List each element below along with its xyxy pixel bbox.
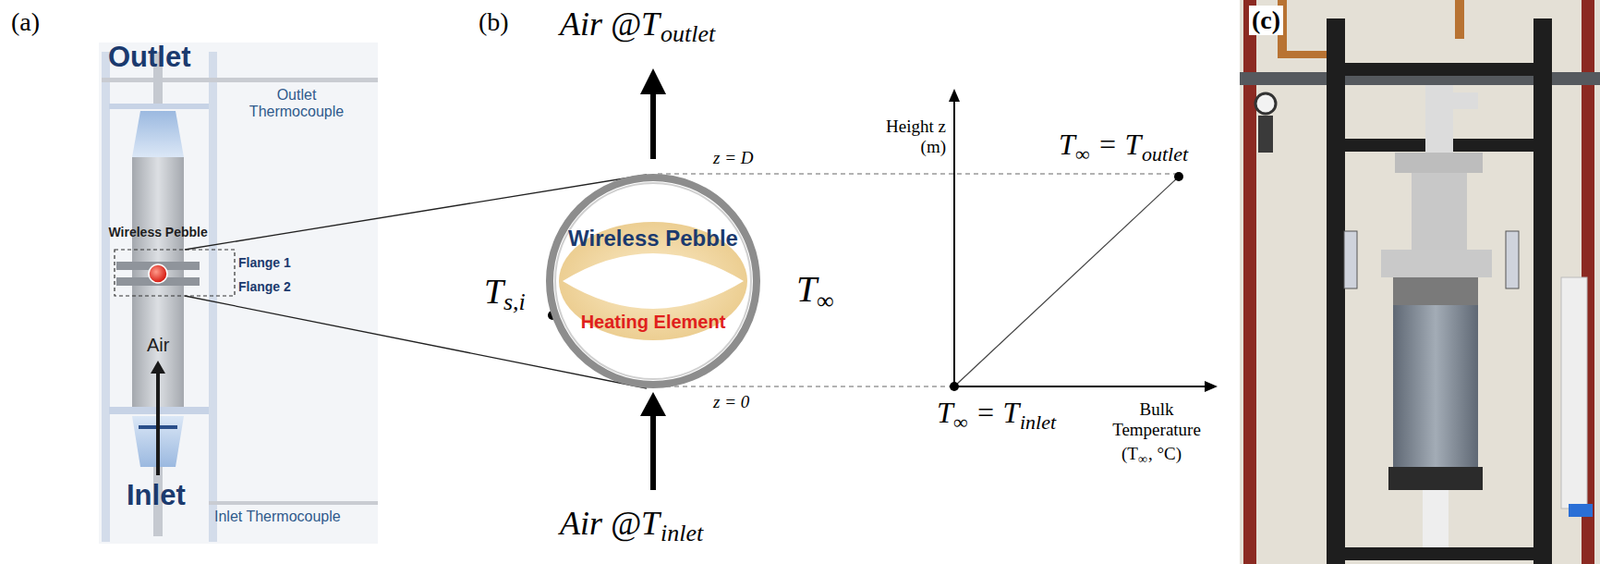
- panel-ground: [98, 42, 378, 544]
- regulator: [1258, 115, 1273, 153]
- level-line: [657, 386, 955, 388]
- flange-label: Flange 1: [238, 254, 291, 270]
- pebble-shell: [555, 182, 752, 379]
- height-mark: z = D: [713, 147, 753, 169]
- subscript: inlet: [1019, 410, 1056, 434]
- thermocouple-line: [208, 500, 378, 505]
- frame-bar: [1326, 546, 1552, 560]
- frame-bar: [101, 51, 110, 542]
- frame-bar: [1326, 18, 1346, 564]
- subscript: ∞: [1138, 451, 1148, 467]
- arrow-head: [1204, 380, 1218, 392]
- x-axis: [954, 385, 1207, 388]
- level-line: [657, 173, 1179, 175]
- axis-unit: , °C): [1148, 443, 1182, 464]
- subscript: inlet: [660, 519, 704, 547]
- thermocouple-label: Inlet Thermocouple: [214, 508, 341, 525]
- axis-title: Bulk Temperature: [1104, 399, 1209, 440]
- subscript: ∞: [1075, 142, 1091, 166]
- height-mark: z = 0: [713, 391, 750, 413]
- flow-label: Air @T: [559, 5, 660, 44]
- panel-letter: (b): [478, 7, 510, 37]
- node-text: Wireless Pebble: [568, 225, 739, 252]
- pebble-circle: Wireless PebbleHeating Element: [544, 171, 763, 390]
- collar: [1393, 277, 1479, 305]
- pvc-pipe: [1422, 489, 1449, 547]
- reducer: [1411, 172, 1467, 252]
- arrow-head: [150, 360, 166, 374]
- subscript: ∞: [816, 287, 835, 316]
- heater-band: [558, 221, 748, 340]
- end-cap: [1388, 466, 1483, 490]
- zoom-box: [114, 249, 235, 296]
- pvc-pipe: [1561, 277, 1588, 509]
- panel-letter: (a): [11, 7, 40, 37]
- axis-unit: (T: [1121, 443, 1139, 464]
- subscript: ∞: [953, 410, 969, 434]
- pvc-pipe: [1441, 92, 1479, 110]
- arrow-head: [640, 68, 667, 95]
- arrow-head: [948, 88, 960, 102]
- temperature-symbol: T: [796, 267, 817, 311]
- flow-arrow: [650, 413, 656, 490]
- flowmeter: [1505, 230, 1519, 289]
- outlet-label: Outlet: [108, 40, 192, 74]
- air-label: Air: [146, 334, 170, 356]
- flow-arrow: [156, 371, 160, 475]
- thermocouple-label: Outlet Thermocouple: [242, 86, 352, 122]
- copper-pipe: [1277, 50, 1334, 59]
- pebble-shell: [549, 177, 757, 385]
- flange: [1381, 249, 1492, 278]
- flowmeter: [1344, 230, 1358, 289]
- temperature-symbol: T: [484, 271, 504, 313]
- temperature-symbol: T: [936, 395, 954, 430]
- axis-title: Height z (m): [884, 116, 946, 158]
- top-cone: [132, 110, 184, 158]
- photo-ground: [1239, 0, 1600, 564]
- copper-pipe: [1454, 0, 1465, 39]
- flange-label: Flange 2: [238, 278, 291, 294]
- inner-lens: [562, 253, 744, 309]
- pebble-label: Wireless Pebble: [109, 224, 208, 240]
- frame-bar: [1533, 18, 1552, 564]
- flow-arrow: [650, 90, 656, 159]
- frame-bar: [208, 51, 218, 542]
- panel-letter: (c): [1248, 5, 1284, 36]
- subscript: outlet: [1141, 142, 1188, 166]
- subscript: s,i: [503, 288, 526, 316]
- pebble-dot: [148, 264, 168, 283]
- pressure-gauge: [1255, 93, 1276, 114]
- temperature-symbol: = T: [1097, 127, 1141, 162]
- valve-handle: [1568, 503, 1593, 517]
- temperature-symbol: = T: [975, 395, 1019, 430]
- inlet-label: Inlet: [126, 478, 186, 512]
- fitting: [1394, 152, 1483, 173]
- thermocouple-line: [101, 77, 378, 83]
- pebble-outline: [544, 171, 763, 390]
- data-point: [949, 381, 959, 391]
- y-axis: [953, 99, 956, 387]
- arrow-head: [640, 391, 667, 416]
- flow-label: Air @T: [559, 504, 660, 543]
- frame-bar: [1326, 62, 1552, 76]
- temperature-symbol: T: [1058, 127, 1076, 162]
- data-point: [1174, 171, 1184, 182]
- profile-line: [954, 176, 1179, 387]
- plate: [109, 103, 209, 110]
- acrylic-column: [1393, 304, 1479, 470]
- heating-band: Heating Element: [560, 306, 746, 339]
- subscript: outlet: [660, 20, 716, 49]
- node-text: Heating Element: [581, 311, 727, 333]
